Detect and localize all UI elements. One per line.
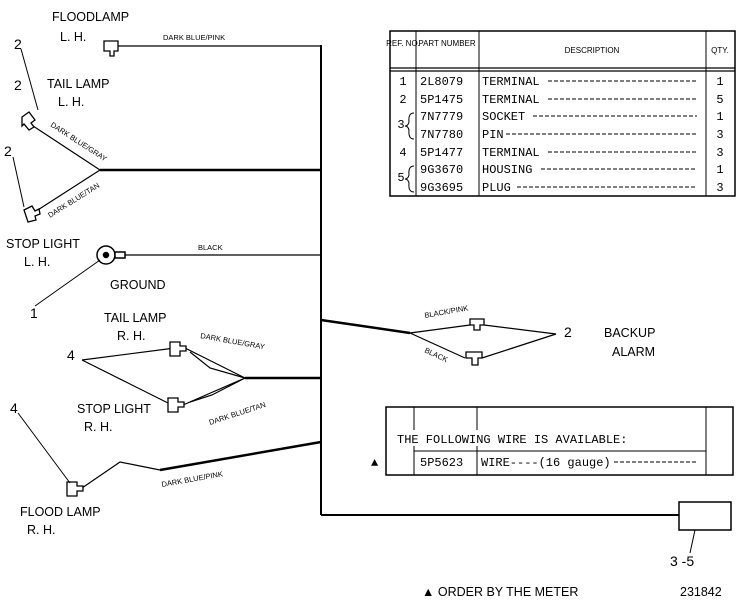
- table-description: SOCKET: [482, 110, 525, 124]
- connector-floodlamp-lh: [103, 40, 119, 57]
- wire-box-title: THE FOLLOWING WIRE IS AVAILABLE:: [397, 433, 627, 447]
- table-part-number: 2L8079: [420, 75, 463, 89]
- label-stop-light-rh-side: R. H.: [84, 420, 112, 434]
- connector-tail-lamp-lh: [21, 111, 36, 131]
- label-stop-light-lh: STOP LIGHT: [6, 237, 80, 251]
- table-part-number: 7N7780: [420, 128, 463, 142]
- figure-number: 231842: [680, 585, 722, 599]
- label-ground: GROUND: [110, 278, 166, 292]
- label-flood-lamp-rh: FLOOD LAMP: [20, 505, 101, 519]
- table-qty: 1: [716, 75, 723, 89]
- connector-stop-light-lh: [23, 205, 41, 223]
- label-tail-lamp-rh: TAIL LAMP: [104, 311, 167, 325]
- connector-flood-lamp-rh: [66, 481, 84, 497]
- order-by-meter-note: ▲ ORDER BY THE METER: [422, 585, 578, 599]
- harness-trunk: [100, 45, 680, 516]
- label-tail-lamp-rh-side: R. H.: [117, 329, 145, 343]
- wire-label-black-ground: BLACK: [198, 243, 223, 252]
- table-part-number: 9G3695: [420, 181, 463, 195]
- connector-stop-light-rh: [167, 397, 185, 413]
- callout-backup-alarm: 2: [564, 324, 572, 340]
- label-tail-lamp-lh: TAIL LAMP: [47, 77, 110, 91]
- table-ref: 3: [397, 118, 404, 132]
- table-qty: 1: [716, 163, 723, 177]
- table-ref: 5: [397, 171, 404, 185]
- callout-plug-box: 3 -5: [670, 553, 694, 569]
- order-by-meter-marker: ▲: [371, 456, 379, 470]
- table-description: TERMINAL: [482, 75, 540, 89]
- callout-floodlamp-lh: 2: [14, 36, 22, 52]
- label-floodlamp-lh-side: L. H.: [60, 30, 86, 44]
- wire-label-dark-blue-pink-top: DARK BLUE/PINK: [163, 33, 225, 42]
- table-part-number: 5P1475: [420, 93, 463, 107]
- connector-tail-lamp-rh: [169, 341, 187, 357]
- label-stop-light-lh-side: L. H.: [24, 255, 50, 269]
- label-floodlamp-lh: FLOODLAMP: [52, 10, 129, 24]
- label-backup-alarm: BACKUP: [604, 326, 655, 340]
- lh-lamp-wiring: [26, 121, 101, 216]
- table-ref: 2: [399, 93, 406, 107]
- table-part-number: 5P1477: [420, 146, 463, 160]
- table-qty: 3: [716, 146, 723, 160]
- table-ref: 4: [399, 146, 406, 160]
- label-backup-alarm-2: ALARM: [612, 345, 655, 359]
- table-ref: 1: [399, 75, 406, 89]
- ground-ring-terminal: [96, 245, 126, 265]
- table-description: TERMINAL: [482, 93, 540, 107]
- table-description: PLUG: [482, 181, 511, 195]
- label-stop-light-rh: STOP LIGHT: [77, 402, 151, 416]
- leader-lines: [12, 48, 696, 554]
- parts-table: REF. NO. PART NUMBER DESCRIPTION QTY. 1 …: [386, 30, 736, 197]
- label-flood-lamp-rh-side: R. H.: [27, 523, 55, 537]
- rh-lamp-wiring: [81, 347, 246, 489]
- wire-availability-box: THE FOLLOWING WIRE IS AVAILABLE: ▲ 5P562…: [371, 406, 734, 476]
- callout-stop-light-lh: 2: [14, 77, 22, 93]
- wire-label-dark-blue-tan-rh: DARK BLUE/TAN: [208, 400, 267, 427]
- table-header-description: DESCRIPTION: [565, 46, 620, 55]
- wire-label-dark-blue-pink-rh: DARK BLUE/PINK: [161, 469, 224, 489]
- wire-description: WIRE----(16 gauge): [481, 456, 611, 470]
- callout-ground: 1: [30, 305, 38, 321]
- table-description: HOUSING: [482, 163, 532, 177]
- wire-part-number: 5P5623: [420, 456, 463, 470]
- table-description: PIN: [482, 128, 504, 142]
- table-qty: 3: [716, 128, 723, 142]
- table-qty: 5: [716, 93, 723, 107]
- callout-flood-lamp-rh: 4: [10, 400, 18, 416]
- table-part-number: 7N7779: [420, 110, 463, 124]
- plug-housing-box: [678, 501, 732, 531]
- connector-backup-alarm-pink: [469, 318, 485, 331]
- callout-tail-lamp-lh: 2: [4, 143, 12, 159]
- connector-backup-alarm-black: [465, 351, 483, 366]
- callout-rh-lamps: 4: [67, 347, 75, 363]
- label-tail-lamp-lh-side: L. H.: [58, 95, 84, 109]
- table-description: TERMINAL: [482, 146, 540, 160]
- table-header-part: PART NUMBER: [418, 39, 476, 48]
- table-part-number: 9G3670: [420, 163, 463, 177]
- table-qty: 3: [716, 181, 723, 195]
- wire-label-black-pink-alarm: BLACK/PINK: [424, 303, 469, 320]
- table-header-ref: REF. NO.: [386, 39, 420, 48]
- table-qty: 1: [716, 110, 723, 124]
- table-header-qty: QTY.: [711, 46, 729, 55]
- wire-label-dark-blue-gray-rh: DARK BLUE/GRAY: [200, 331, 266, 351]
- backup-alarm-wiring: [409, 324, 557, 359]
